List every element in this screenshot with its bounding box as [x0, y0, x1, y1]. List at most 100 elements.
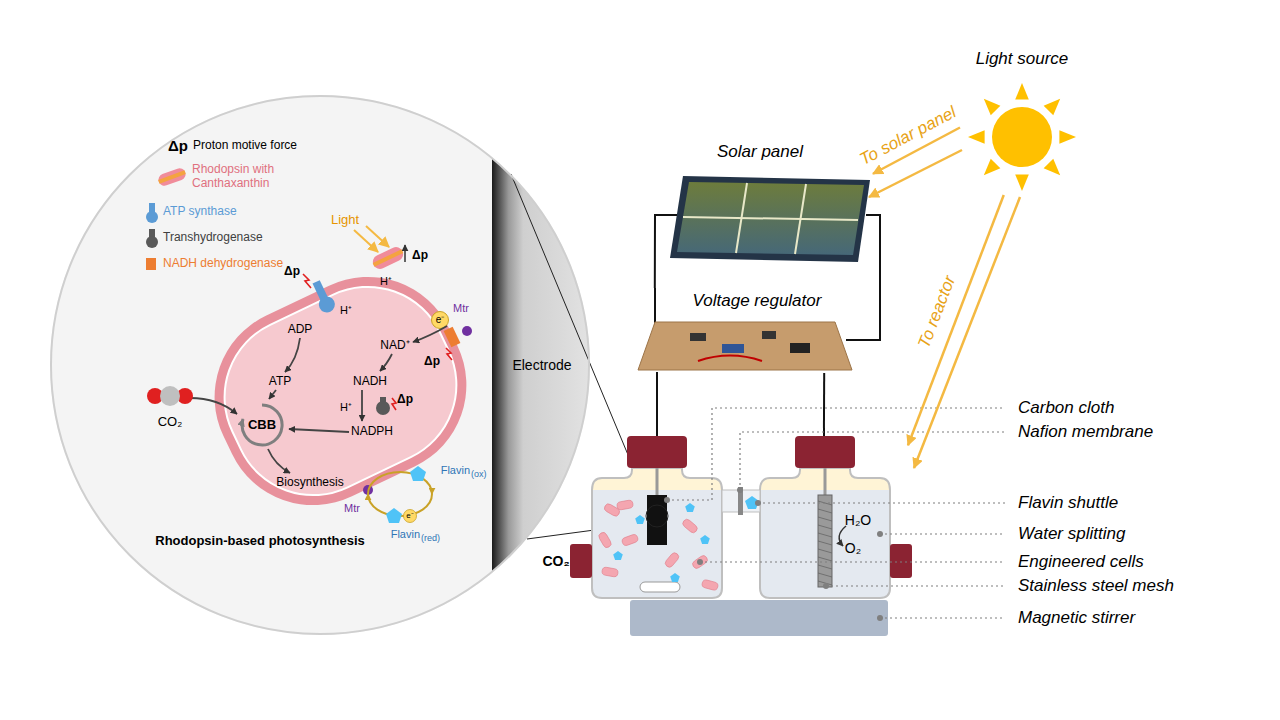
sun-rays: [968, 83, 1076, 191]
bottle-cap: [627, 436, 687, 468]
diagram-label: (red): [421, 533, 440, 543]
regulator-components: [690, 331, 810, 361]
regulator-board: [638, 322, 852, 370]
part-label: Carbon cloth: [1018, 398, 1114, 418]
inner-membrane: [198, 260, 483, 521]
leader-line: [667, 408, 1005, 618]
wire: [823, 373, 825, 428]
nadh-dehydrogenase: [444, 327, 461, 348]
engineered-cell: [616, 500, 633, 511]
engineered-cell: [621, 534, 639, 547]
solar-grid: [683, 183, 858, 254]
diagram-label: Mtr: [453, 302, 469, 315]
mesh-stroke: [818, 557, 832, 561]
node-text: CBB: [248, 418, 276, 433]
transhydrogenase-icon: [146, 229, 158, 248]
mesh-stroke: [818, 533, 832, 537]
cycle-node: CBB: [238, 401, 286, 449]
cell-population: [598, 500, 719, 591]
part-label: Nafion membrane: [1018, 422, 1153, 442]
node-text: O₂: [845, 540, 861, 556]
diagram-label: ADP: [288, 323, 313, 337]
legend-text: NADH dehydrogenase: [163, 257, 283, 271]
part-label: Magnetic stirrer: [1018, 608, 1135, 628]
light-arrow: [366, 226, 389, 247]
leader-dot: [664, 487, 883, 621]
diagram-label: CO₂: [542, 553, 569, 569]
engineered-cell: [598, 531, 613, 549]
engineered-cell: [681, 518, 698, 534]
node-text: Voltage regulator: [693, 291, 822, 311]
lightning-bolt: [303, 274, 452, 410]
side-cap: [570, 544, 592, 578]
node-text: H₂O: [845, 512, 871, 528]
diagram-label: H⁺: [340, 401, 352, 414]
mesh-stroke: [818, 517, 832, 521]
nafion-membrane: [738, 487, 743, 515]
diagram-label: (ox): [471, 469, 487, 479]
side-cap: [890, 544, 912, 578]
atp-synthase: [309, 278, 338, 315]
atp-synthase-icon: [146, 203, 158, 223]
mesh-stroke: [818, 509, 832, 513]
diagram-label: Flavin: [441, 464, 470, 477]
flavin-pentagon: [700, 535, 710, 544]
mesh-stroke: [818, 573, 832, 577]
diagram-label: e⁻: [406, 511, 413, 520]
component-node: Solar panel: [668, 140, 873, 265]
legend-swatch: [146, 258, 156, 270]
co2-molecule: [147, 386, 193, 406]
diagram-label: H⁺: [340, 304, 352, 317]
diagram-label: Mtr: [344, 502, 360, 515]
diagram-label: Δp: [412, 249, 428, 263]
sun-ray: [968, 130, 985, 144]
mesh-stroke: [818, 549, 832, 553]
mesh-stroke: [818, 541, 832, 545]
edge-label: To reactor: [914, 271, 961, 353]
flavin-pentagon: [386, 508, 402, 523]
diagram-label: Flavin: [391, 528, 420, 541]
sun: [992, 107, 1052, 167]
mesh-stroke: [818, 565, 832, 569]
metabolic-arrows: [190, 326, 447, 473]
bottle-fill: [580, 460, 900, 600]
diagram-label: CO₂: [158, 415, 183, 430]
inset-outline: [50, 95, 590, 635]
node-text: Rhodopsin-based photosynthesis: [155, 534, 364, 549]
diagram-label: Biosynthesis: [276, 476, 343, 490]
sun-ray: [1044, 99, 1061, 116]
diagram-label: Δp: [424, 355, 440, 369]
zoom-circle: [646, 505, 668, 527]
transhydrogenase: [376, 397, 390, 415]
flavin-pentagon: [613, 551, 623, 560]
flavin-pentagon: [635, 515, 645, 524]
proton-arrow: [404, 245, 406, 262]
rhodopsin-icon: [157, 167, 187, 188]
light-arrow: [908, 195, 1004, 445]
diagram-label: Δp: [397, 393, 413, 407]
part-label: Engineered cells: [1018, 552, 1144, 572]
diagram-label: NADH: [353, 375, 387, 389]
inset-border: [51, 96, 589, 634]
diagram-label: Δp: [168, 137, 188, 154]
legend-text: Rhodopsin with Canthaxanthin: [192, 163, 288, 191]
cycle-arrow: [242, 405, 282, 445]
electron-circle: [404, 510, 417, 523]
sun-ray: [1059, 130, 1076, 144]
node-text: Solar panel: [717, 142, 803, 162]
component-node: H₂O O₂: [756, 428, 908, 600]
diagram-label: NAD⁺: [380, 339, 409, 353]
stir-bar: [640, 582, 680, 592]
diagram-label: NADPH: [351, 425, 393, 439]
electrode-rod: [824, 468, 827, 495]
mesh-stroke: [818, 525, 832, 529]
part-label: Stainless steel mesh: [1018, 576, 1174, 596]
node-text: Electrode: [512, 357, 571, 373]
sun-ray: [1015, 174, 1029, 191]
component-node: Light source: [960, 45, 1085, 195]
bottle-cap: [795, 436, 855, 468]
solar-panel: [670, 176, 870, 262]
legend-text: ATP synthase: [163, 205, 237, 219]
steel-mesh: [818, 495, 832, 587]
engineered-cell: [601, 567, 618, 578]
